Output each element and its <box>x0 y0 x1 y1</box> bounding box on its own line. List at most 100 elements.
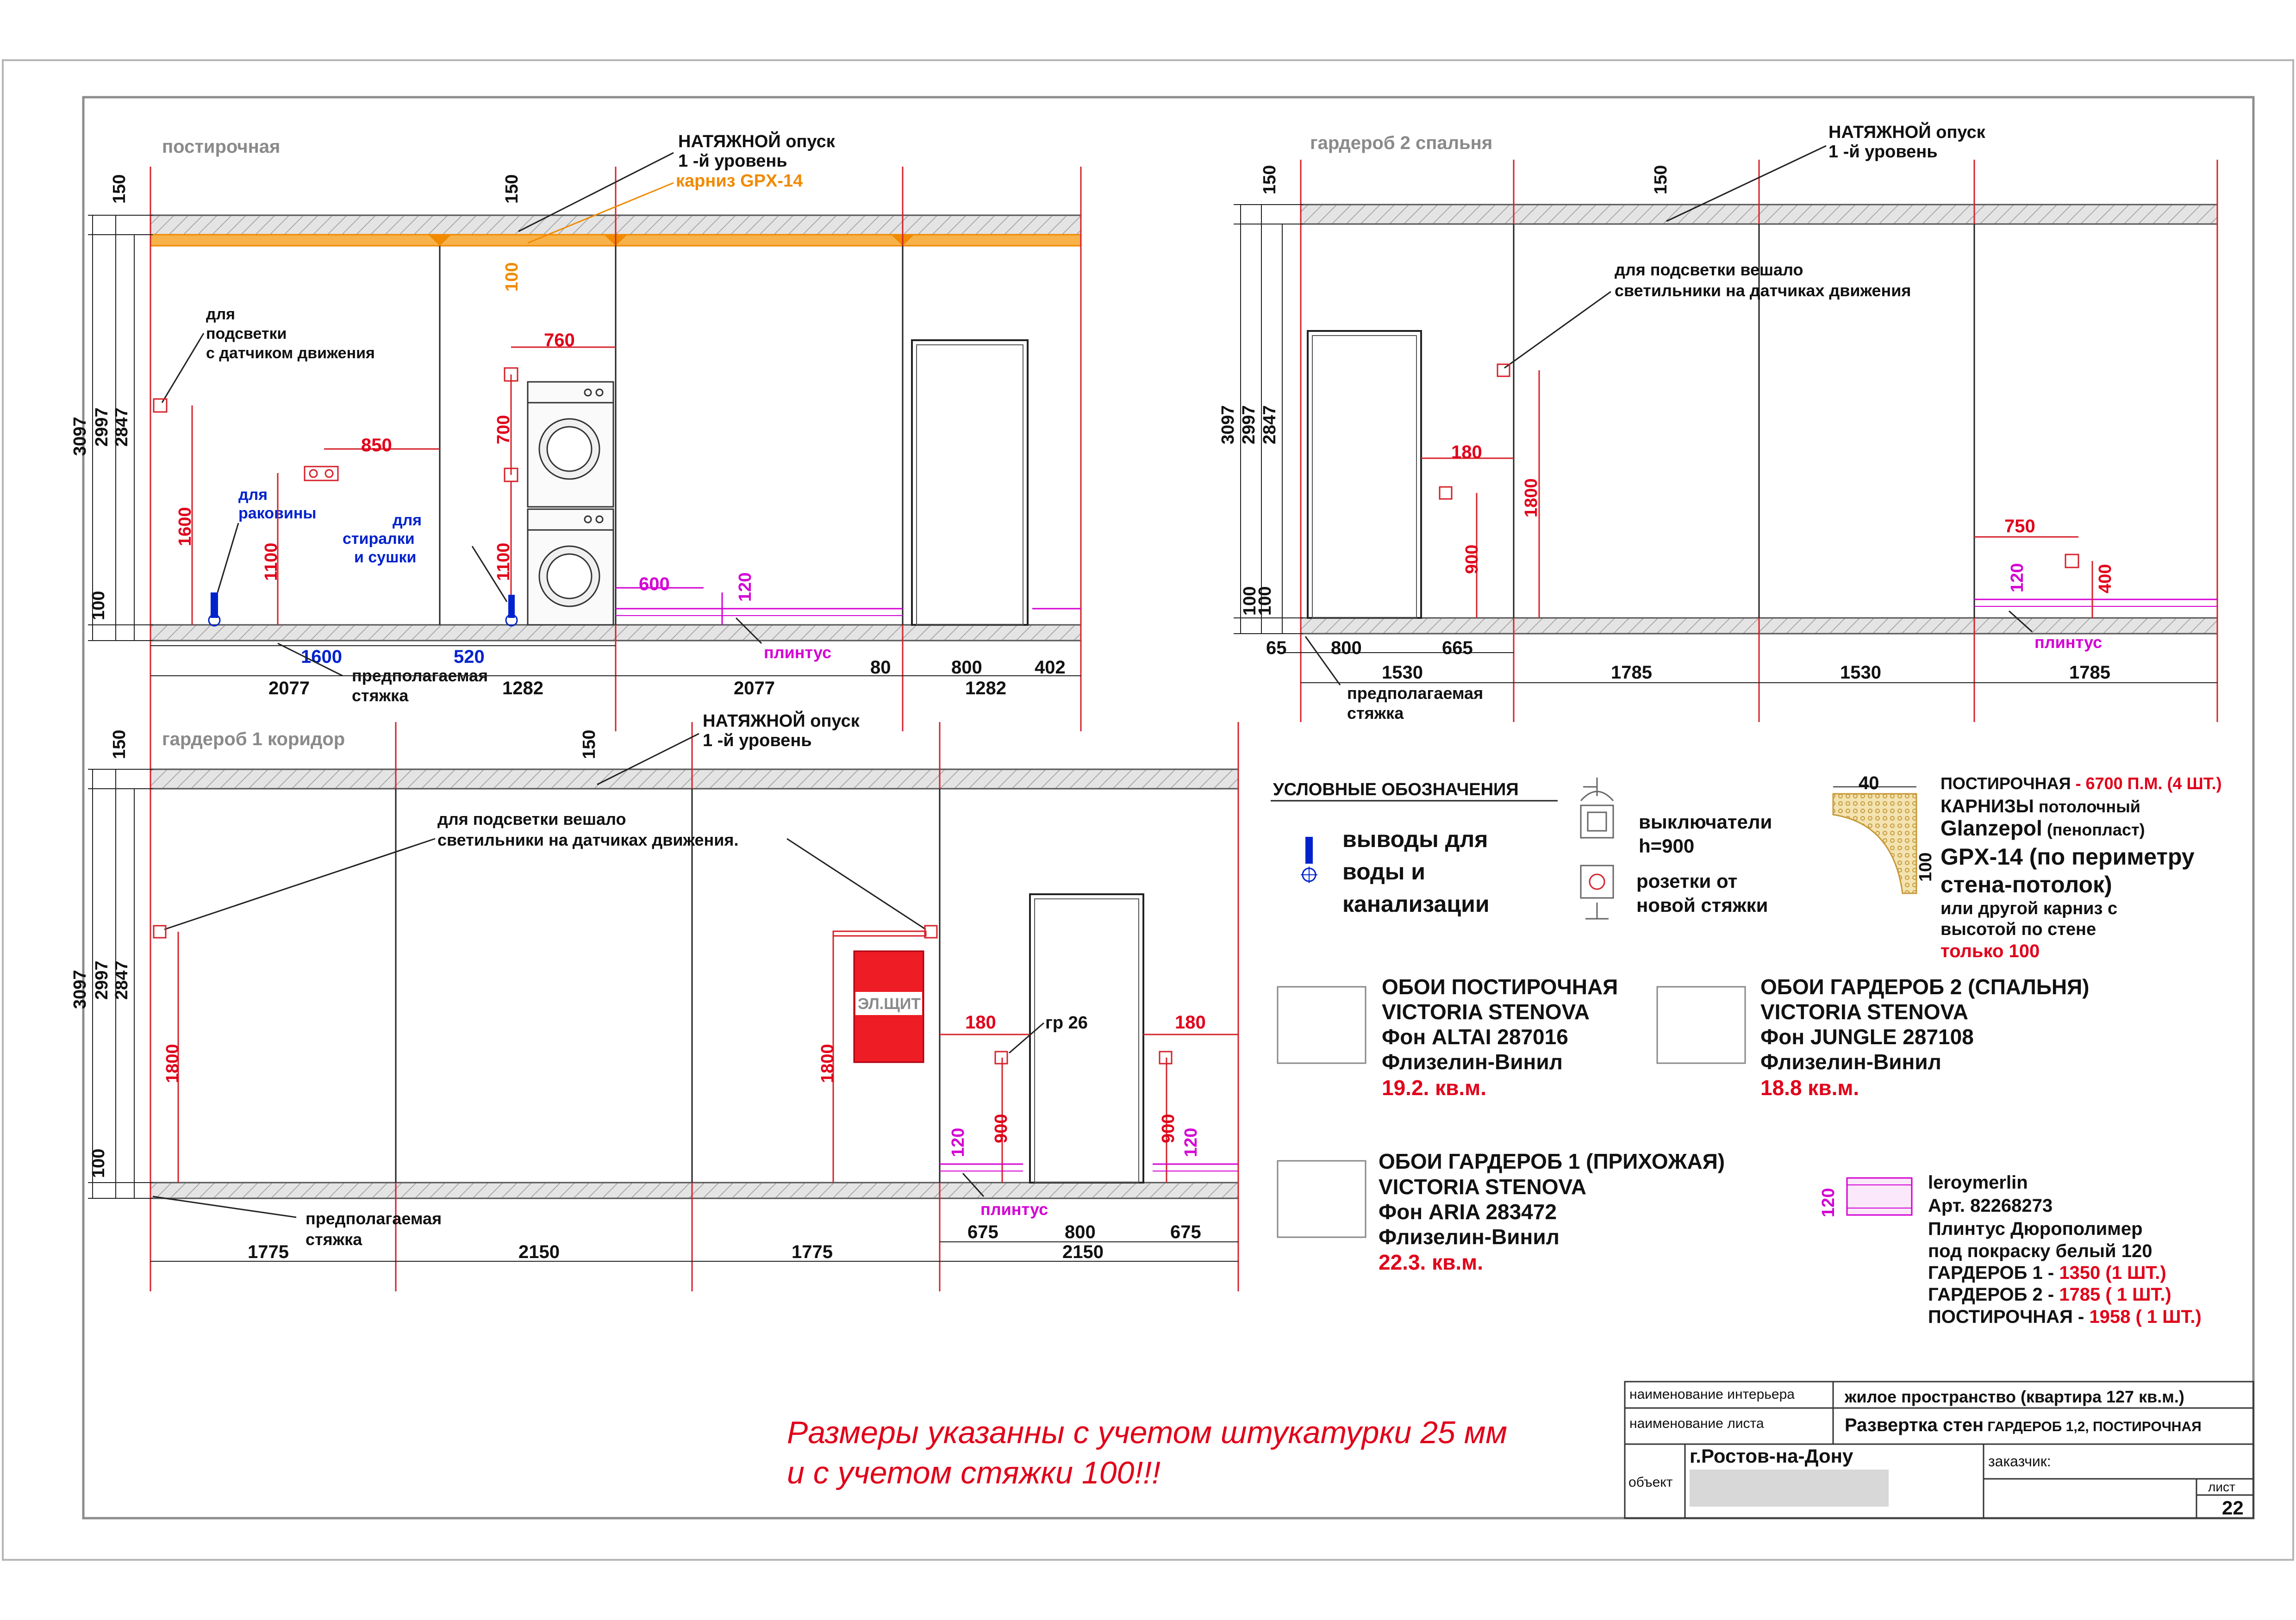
light-note-3: с датчиком движения <box>206 344 375 362</box>
dim-120-w1b: 120 <box>1181 1128 1201 1157</box>
height-3097: 3097 <box>70 417 90 456</box>
dim-700: 700 <box>494 415 513 444</box>
dim-120-w2: 120 <box>2008 563 2027 592</box>
ceiling-note-3: НАТЯЖНОЙ опуск <box>703 710 860 731</box>
wash-drain-icon <box>505 614 518 627</box>
wallpaper-swatch-2 <box>1656 986 1746 1064</box>
water-legend: выводы для <box>1342 826 1488 852</box>
span-1775b: 1775 <box>792 1242 833 1262</box>
washer-dryer-stack <box>527 381 614 626</box>
cornice-h100: 100 <box>1916 853 1935 882</box>
dim-1100b: 1100 <box>494 543 513 581</box>
height-2997: 2997 <box>92 407 112 447</box>
height-3097-3: 3097 <box>70 970 90 1009</box>
dim-120-w1a: 120 <box>948 1128 968 1157</box>
height-150-3: 150 <box>110 730 129 759</box>
plinth-spec-line7: ПОСТИРОЧНАЯ - 1958 ( 1 ШТ.) <box>1928 1307 2202 1327</box>
legend: УСЛОВНЫЕ ОБОЗНАЧЕНИЯ выводы для воды и к… <box>1271 778 1772 920</box>
tb-city: г.Ростов-на-Дону <box>1690 1445 1853 1467</box>
plaster-note-2: и с учетом стяжки 100!!! <box>787 1455 1160 1490</box>
light-note: для <box>206 305 235 323</box>
switch-legend-icon <box>1580 778 1614 839</box>
dim-1800-w2: 1800 <box>1522 478 1541 517</box>
dim-180b: 180 <box>1175 1012 1206 1033</box>
plinth-label-w1: плинтус <box>980 1200 1048 1219</box>
wallpaper-3-article: Фон ARIA 283472 <box>1379 1200 1557 1224</box>
title-block <box>1624 1381 2254 1519</box>
screed-label-w1: предполагаемая <box>306 1209 442 1228</box>
dim-1600-vertical: 1600 <box>175 507 195 546</box>
plaster-note: Размеры указанны с учетом штукатурки 25 … <box>787 1415 1507 1450</box>
view-wardrobe-2: гардероб 2 спальня 3097 2997 2847 150 10… <box>1218 121 2218 723</box>
cornice-spec-line7: высотой по стене <box>1940 920 2096 939</box>
dim-400-w2: 400 <box>2096 564 2115 593</box>
height-2847-3: 2847 <box>112 960 131 1000</box>
wallpaper-2-area: 18.8 кв.м. <box>1760 1076 1859 1100</box>
door-w1 <box>1029 893 1144 1184</box>
dim-760: 760 <box>544 330 575 350</box>
plinth-spec-h120: 120 <box>1819 1188 1838 1217</box>
plinth-w1-leader <box>962 1172 985 1197</box>
cornice-spec-line6: или другой карниз с <box>1940 899 2117 918</box>
screed-label-2: стяжка <box>352 686 409 705</box>
corner-lines-2 <box>1513 224 1975 618</box>
wallpaper-1-area: 19.2. кв.м. <box>1382 1076 1486 1100</box>
height-3097-2: 3097 <box>1218 405 1238 444</box>
light-box-w1b <box>924 925 938 939</box>
span-2150b: 2150 <box>1062 1242 1104 1262</box>
cornice-spec-line1: ПОСТИРОЧНАЯ - 6700 П.М. (4 ШТ.) <box>1940 774 2222 793</box>
sink-note: для <box>238 486 268 504</box>
door-w1-inner <box>1034 898 1139 1183</box>
dim-900-w2: 900 <box>1462 545 1482 574</box>
span-80: 80 <box>870 657 891 678</box>
cornice-spec-line3-b: (пенопласт) <box>2042 820 2145 839</box>
light-leader <box>161 333 205 403</box>
gr26-leader <box>1009 1022 1044 1054</box>
cornice-spec-line1-a: ПОСТИРОЧНАЯ <box>1940 774 2071 793</box>
span-675b: 675 <box>1170 1222 1201 1242</box>
light-note-w1-2: светильники на датчиках движения. <box>437 830 738 849</box>
screed-leader <box>277 642 343 677</box>
cornice-profile-icon <box>1832 793 1917 894</box>
height-2847-2: 2847 <box>1260 405 1279 444</box>
span-1282a: 1282 <box>502 678 543 698</box>
switch-w1a <box>994 1051 1008 1065</box>
height-150-2: 150 <box>1260 165 1279 194</box>
plinth-spec-line5: ГАРДЕРОБ 1 - 1350 (1 ШТ.) <box>1928 1263 2166 1283</box>
socket-dot <box>309 469 318 478</box>
water-legend-3: канализации <box>1342 891 1490 917</box>
tb-interior-label: наименование интерьера <box>1629 1387 1795 1402</box>
height-dimension-lines-2 <box>1234 204 1303 634</box>
plinth-label-w2: плинтус <box>2034 633 2102 652</box>
door-w2-inner <box>1312 335 1417 618</box>
ceiling-note-2-leader <box>1666 145 1827 222</box>
wallpaper-1-title: ОБОИ ПОСТИРОЧНАЯ <box>1382 975 1618 999</box>
wallpaper-1-article: Фон ALTAI 287016 <box>1382 1025 1568 1049</box>
span-1775a: 1775 <box>248 1242 289 1262</box>
ceiling-note-leader <box>518 152 674 232</box>
wash-leader <box>471 546 508 602</box>
cornice-spec-line1-b: - 6700 П.М. (4 ШТ.) <box>2071 774 2222 793</box>
ceiling-150: 150 <box>502 174 522 204</box>
ceiling-note-3-leader <box>597 733 699 785</box>
light-leader-w1b <box>786 838 926 930</box>
tb-sheet-value-b: ГАРДЕРОБ 1,2, ПОСТИРОЧНАЯ <box>1984 1419 2201 1434</box>
height-150: 150 <box>110 174 129 204</box>
wallpaper-1-material: Флизелин-Винил <box>1382 1050 1563 1074</box>
cornice-label: карниз GPX-14 <box>676 171 803 191</box>
height-100-2a: 100 <box>1240 586 1260 616</box>
height-dimension-lines <box>88 215 153 641</box>
span-1785b: 1785 <box>2069 662 2110 683</box>
dim-1800b: 1800 <box>818 1044 837 1083</box>
dim-180-w2: 180 <box>1451 442 1482 462</box>
ceiling-150-3: 150 <box>580 730 599 759</box>
legend-heading: УСЛОВНЫЕ ОБОЗНАЧЕНИЯ <box>1273 780 1519 799</box>
height-2997-2: 2997 <box>1239 405 1259 444</box>
tb-page: 22 <box>2222 1497 2244 1519</box>
span-1530b: 1530 <box>1840 662 1881 683</box>
span-800-w2: 800 <box>1331 638 1362 658</box>
light-box <box>153 398 168 413</box>
ceiling-note-3-level: 1 -й уровень <box>703 731 812 750</box>
inner-frame <box>82 96 2255 1520</box>
